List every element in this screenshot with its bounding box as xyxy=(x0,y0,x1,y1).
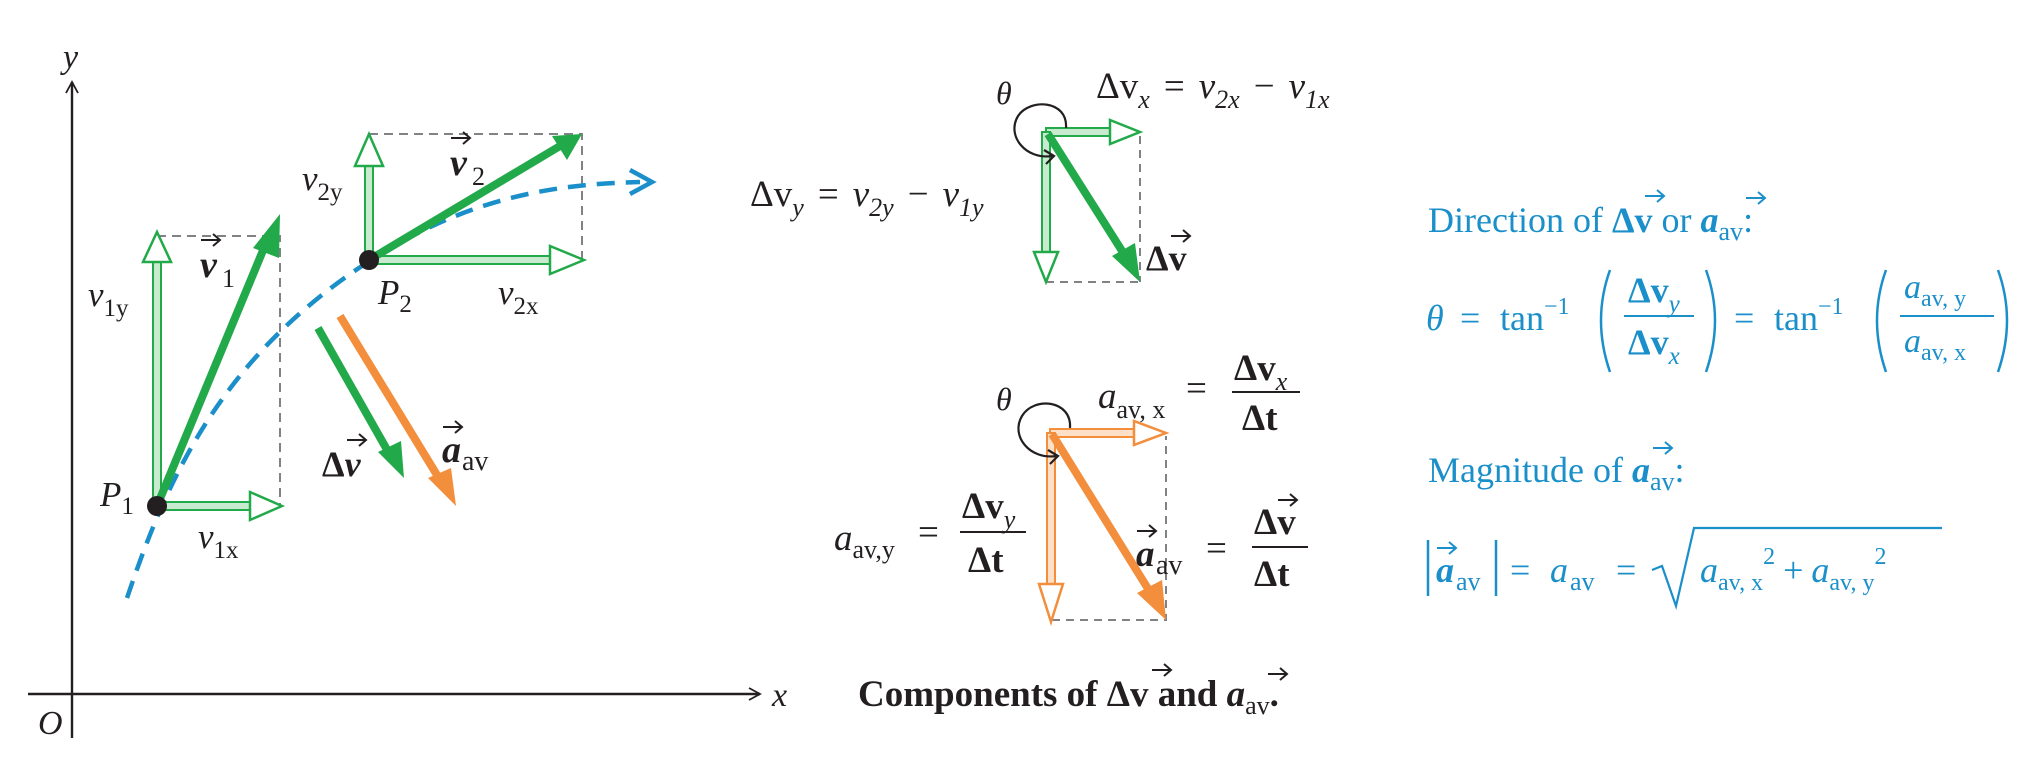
svg-text:Δvx: Δvx xyxy=(1628,322,1680,370)
svg-text:aav, x2+aav, y2: aav, x2+aav, y2 xyxy=(1700,544,1887,596)
v2y-arrow xyxy=(353,130,385,261)
svg-text:tan−1: tan−1 xyxy=(1500,294,1570,338)
v1-label: v 1 xyxy=(200,233,235,293)
v1x-label: v1x xyxy=(198,517,239,564)
svg-text:=: = xyxy=(1510,550,1530,590)
motion-diagram: y x O xyxy=(28,39,787,742)
velocity-components-diagram: θ Δvx=v2x−v1x Δvy=v2y−v1y Δv xyxy=(750,66,1330,286)
dvy-arrow xyxy=(1032,131,1060,286)
dv-component-label: Δv xyxy=(1146,229,1192,278)
direction-title: Direction of Δv or aav: xyxy=(1428,200,1753,246)
svg-text:v: v xyxy=(200,244,218,286)
caption: Components of Δv and aav. xyxy=(858,663,1289,720)
theta-label-a: θ xyxy=(996,381,1012,417)
svg-text:2: 2 xyxy=(472,162,485,191)
aavy-arrow xyxy=(1037,432,1065,627)
delta-v-arrow xyxy=(314,326,404,478)
point-p2 xyxy=(359,250,379,270)
svg-text:v: v xyxy=(450,142,468,184)
p1-label: P1 xyxy=(99,475,134,520)
trajectory-path xyxy=(124,179,641,599)
svg-text:1: 1 xyxy=(222,264,235,293)
a-av-label: a av xyxy=(442,420,488,477)
svg-text:=: = xyxy=(1460,298,1480,338)
svg-text:=: = xyxy=(918,512,939,553)
y-axis-label: y xyxy=(60,39,79,76)
svg-text:a: a xyxy=(1136,534,1155,575)
trajectory-arrowhead xyxy=(628,168,657,196)
v2y-label: v2y xyxy=(302,159,343,206)
svg-text:=: = xyxy=(1206,528,1227,569)
svg-text:=: = xyxy=(1186,368,1207,409)
svg-text:av: av xyxy=(1156,550,1182,581)
svg-text:θ: θ xyxy=(1426,298,1444,338)
svg-text:a: a xyxy=(442,429,461,471)
theta-arc-a xyxy=(1017,402,1072,458)
magnitude-panel: Magnitude of aav: a av = a av = aav, x2+… xyxy=(1426,441,1942,610)
aavx-arrow xyxy=(1049,419,1170,447)
svg-text:Δvx: Δvx xyxy=(1234,348,1288,396)
point-p1 xyxy=(147,496,167,516)
v1x-arrow xyxy=(156,490,286,522)
svg-text:aav, x: aav, x xyxy=(1098,376,1165,424)
svg-text:tan−1: tan−1 xyxy=(1774,294,1844,338)
aavy-equation: aav,y = Δvy Δt xyxy=(834,486,1026,581)
v1y-arrow xyxy=(141,229,173,507)
svg-text:aav, y: aav, y xyxy=(1904,269,1966,312)
acceleration-components-diagram: θ aav, x = Δvx Δt aav,y = Δvy Δt a av = … xyxy=(834,348,1308,627)
svg-text:Δvy: Δvy xyxy=(1628,270,1681,318)
svg-text:Δv: Δv xyxy=(1254,502,1296,543)
svg-text:aav,y: aav,y xyxy=(834,518,895,564)
magnitude-formula: a av = a av = aav, x2+aav, y2 xyxy=(1426,526,1942,610)
aav-arrow xyxy=(1048,431,1166,620)
svg-text:av: av xyxy=(1456,567,1481,596)
v2-arrow xyxy=(366,134,582,264)
svg-text:Δv: Δv xyxy=(322,444,362,484)
svg-text:Components of Δv and aav.: Components of Δv and aav. xyxy=(858,674,1279,720)
dvx-equation: Δvx=v2x−v1x xyxy=(1096,66,1330,114)
dv-arrow xyxy=(1044,131,1140,282)
svg-text:=: = xyxy=(1734,298,1754,338)
svg-text:a: a xyxy=(1550,550,1568,590)
v2x-label: v2x xyxy=(498,273,539,320)
v2x-arrow xyxy=(368,244,588,276)
v2-label: v 2 xyxy=(450,131,485,191)
theta-arc xyxy=(1013,103,1068,158)
svg-text:aav, x: aav, x xyxy=(1904,323,1966,366)
svg-text:av: av xyxy=(462,446,488,477)
direction-panel: Direction of Δv or aav: θ = tan−1 Δvy Δv… xyxy=(1426,189,2009,373)
svg-text:av: av xyxy=(1570,567,1595,596)
magnitude-title: Magnitude of aav: xyxy=(1428,450,1685,496)
svg-text:Δvy: Δvy xyxy=(962,486,1016,534)
theta-label-v: θ xyxy=(996,75,1012,111)
svg-text:Δv: Δv xyxy=(1146,238,1187,278)
aavx-equation: aav, x = Δvx Δt xyxy=(1098,348,1300,439)
svg-text:Δt: Δt xyxy=(1242,398,1278,439)
x-axis-label: x xyxy=(771,677,787,714)
svg-text:=: = xyxy=(1616,550,1636,590)
svg-text:a: a xyxy=(1436,550,1454,590)
svg-text:Δt: Δt xyxy=(1254,554,1290,595)
p2-label: P2 xyxy=(377,273,412,318)
aav-equation: a av = Δv Δt xyxy=(1136,493,1308,595)
origin-label: O xyxy=(38,705,63,742)
v1-arrow xyxy=(153,214,280,508)
delta-v-label: Δv xyxy=(322,433,368,484)
svg-text:Δt: Δt xyxy=(968,540,1004,581)
v1y-label: v1y xyxy=(88,275,129,322)
direction-formula: θ = tan−1 Δvy Δvx = tan−1 aav, y aav, x xyxy=(1426,269,2009,373)
dvx-arrow xyxy=(1045,118,1144,146)
a-av-arrow xyxy=(336,313,456,506)
v1-component-box xyxy=(157,235,281,506)
dvy-equation: Δvy=v2y−v1y xyxy=(750,174,984,222)
